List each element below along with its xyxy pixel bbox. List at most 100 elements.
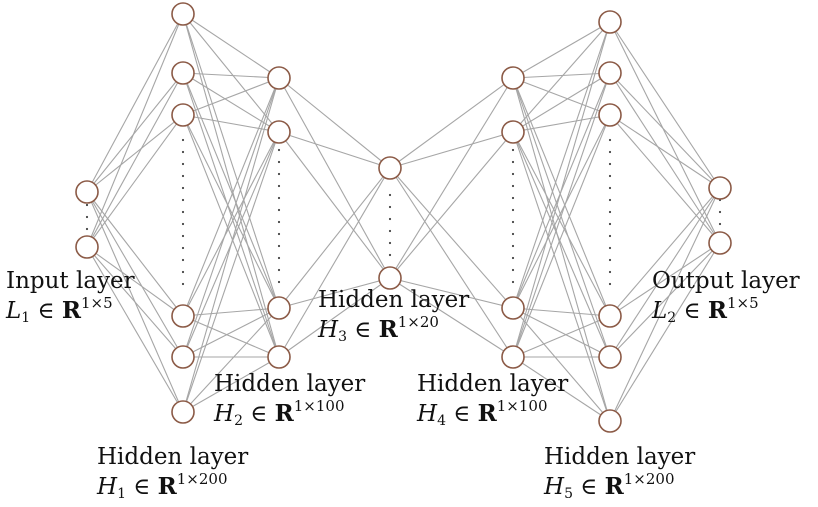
ellipsis-dot-h3 (388, 253, 392, 257)
connection-input-h1 (86, 246, 184, 413)
connection-h4-h5 (512, 77, 611, 317)
connection-h1-h2 (182, 77, 280, 358)
connection-input-h1 (86, 72, 184, 193)
ellipsis-dot-h1 (181, 162, 185, 166)
connection-h3-h4 (389, 131, 514, 169)
connection-h1-h2 (182, 131, 280, 413)
connection-h5-output (609, 242, 721, 358)
ellipsis-dot-h3 (388, 205, 392, 209)
connection-h5-output (609, 72, 721, 189)
connection-h5-output (609, 187, 721, 422)
ellipsis-dot-h4 (511, 184, 515, 188)
ellipsis-dot-h1 (181, 150, 185, 154)
connection-h1-h2 (182, 13, 280, 358)
hidden-layer-2-title: Hidden layer (214, 371, 366, 397)
connection-h4-h5 (512, 72, 611, 358)
ellipsis-dot-h1 (181, 138, 185, 142)
neuron-output-2 (708, 231, 732, 255)
neuron-h1-1 (171, 2, 195, 26)
connection-h4-h5 (512, 356, 611, 422)
hidden-layer-3-label: Hidden layer H3 ∈ R1×20 (318, 289, 469, 345)
connection-input-h1 (86, 13, 184, 193)
neuron-h1-2 (171, 61, 195, 85)
hidden-layer-5-title: Hidden layer (544, 444, 696, 470)
neuron-h1-4 (171, 304, 195, 328)
ellipsis-dot-h4 (511, 172, 515, 176)
ellipsis-dot-h5 (608, 258, 612, 262)
connection-h2-h3 (278, 167, 391, 309)
connection-h4-h5 (512, 21, 611, 133)
connection-h1-h2 (182, 72, 280, 79)
ellipsis-dot-h4 (511, 208, 515, 212)
neuron-h4-3 (501, 296, 525, 320)
ellipsis-dot-h4 (511, 220, 515, 224)
connection-h2-h3 (278, 277, 391, 358)
hidden-layer-5-formula: H5 ∈ R1×200 (544, 470, 675, 502)
connection-h1-h2 (182, 307, 280, 358)
neuron-h5-1 (598, 10, 622, 34)
connection-h4-h5 (512, 72, 611, 79)
hidden-layer-4-title: Hidden layer (417, 371, 569, 397)
connection-h4-h5 (512, 77, 611, 422)
neuron-h5-5 (598, 345, 622, 369)
neuron-h2-3 (267, 296, 291, 320)
ellipsis-dot-h2 (277, 232, 281, 236)
connection-h1-h2 (182, 72, 280, 309)
ellipsis-dot-h1 (181, 198, 185, 202)
ellipsis-dot-h5 (608, 150, 612, 154)
neuron-output-1 (708, 176, 732, 200)
connection-h4-h5 (512, 77, 611, 358)
connection-h4-h5 (512, 21, 611, 79)
connection-h1-h2 (182, 77, 280, 413)
input-layer-title: Input layer (6, 268, 135, 294)
connection-h3-h4 (389, 77, 514, 169)
neuron-h5-2 (598, 61, 622, 85)
ellipsis-dot-h1 (181, 234, 185, 238)
neuron-h5-3 (598, 103, 622, 127)
connection-h3-h4 (389, 77, 514, 279)
input-layer-formula: L1 ∈ R1×5 (6, 294, 113, 326)
neurons (75, 2, 732, 433)
ellipsis-dot-h5 (608, 246, 612, 250)
neuron-h4-1 (501, 66, 525, 90)
connection-h2-h3 (278, 77, 391, 169)
connection-h4-h5 (512, 21, 611, 309)
hidden-layer-3-formula: H3 ∈ R1×20 (318, 313, 439, 345)
connection-h1-h2 (182, 77, 280, 116)
ellipsis-dot-h4 (511, 232, 515, 236)
connection-h4-h5 (512, 307, 611, 422)
connection-h4-h5 (512, 77, 611, 116)
connection-h4-h5 (512, 21, 611, 358)
connection-h2-h3 (278, 77, 391, 279)
ellipsis-dot-h1 (181, 258, 185, 262)
connection-h2-h3 (278, 277, 391, 309)
connection-h4-h5 (512, 114, 611, 309)
hidden-layer-4-formula: H4 ∈ R1×100 (417, 397, 548, 429)
connection-h4-h5 (512, 315, 611, 358)
neuron-input-2 (75, 235, 99, 259)
hidden-layer-1-formula: H1 ∈ R1×200 (97, 470, 228, 502)
neuron-input-1 (75, 180, 99, 204)
ellipsis-dot-h2 (277, 184, 281, 188)
connection-input-h1 (86, 246, 184, 358)
ellipsis-dot-h2 (277, 220, 281, 224)
neuron-h5-4 (598, 304, 622, 328)
neuron-h3-1 (378, 156, 402, 180)
connection-input-h1 (86, 191, 184, 317)
ellipsis-dot-h2 (277, 256, 281, 260)
connection-input-h1 (86, 114, 184, 193)
ellipsis-dot-h5 (608, 186, 612, 190)
connection-h1-h2 (182, 13, 280, 309)
ellipsis-dots (85, 138, 722, 286)
hidden-layer-1-title: Hidden layer (97, 444, 249, 470)
hidden-layer-4-label: Hidden layer H4 ∈ R1×100 (417, 371, 569, 429)
output-layer-title: Output layer (652, 268, 800, 294)
ellipsis-dot-h5 (608, 210, 612, 214)
connection-h5-output (609, 242, 721, 422)
ellipsis-dot-h1 (181, 270, 185, 274)
ellipsis-dot-h2 (277, 172, 281, 176)
output-layer-formula: L2 ∈ R1×5 (652, 294, 759, 326)
connection-input-h1 (86, 191, 184, 358)
ellipsis-dot-h4 (511, 280, 515, 284)
